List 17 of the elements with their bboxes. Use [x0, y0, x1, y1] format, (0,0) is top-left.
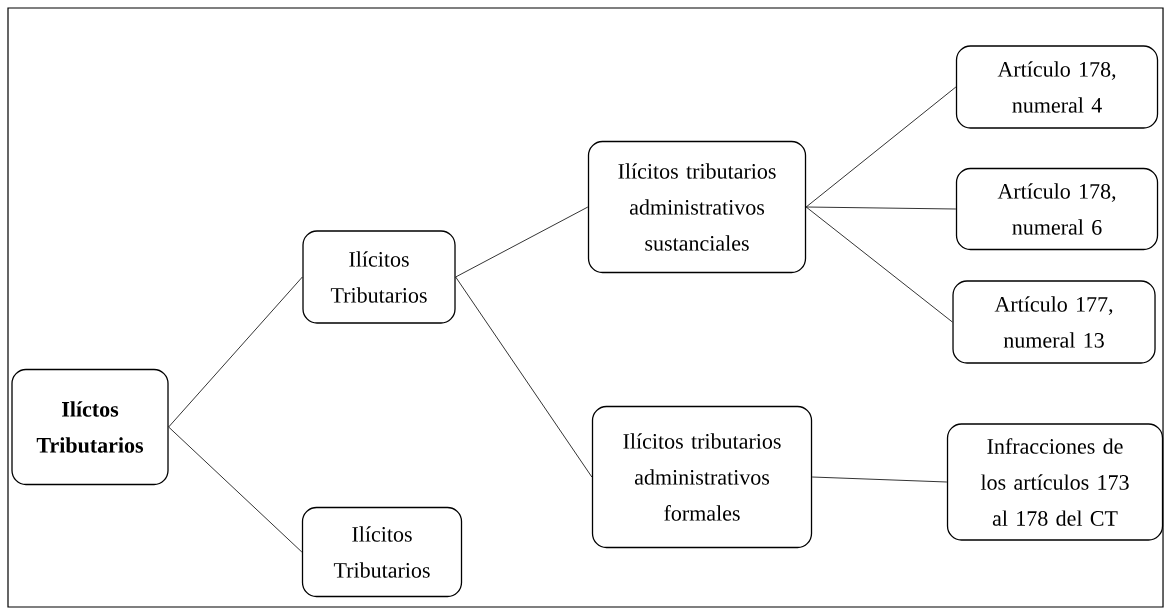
process-box: Ilícitos Tributarios: [302, 230, 456, 324]
process-box: Ilícitos tributarios administrativos sustanciales: [587, 140, 807, 274]
process-box: Ilíctos Tributarios: [11, 368, 169, 486]
process-box: Artículo 178, numeral 4: [955, 45, 1159, 129]
process-box: Artículo 177, numeral 13: [952, 280, 1156, 364]
connector-line: [455, 276, 593, 478]
process-box: Ilícitos Tributarios: [301, 506, 463, 598]
process-box: Infracciones de los artículos 173 al 178 del CT: [946, 423, 1164, 541]
connector-line: [811, 476, 948, 483]
connector-line: [168, 276, 303, 428]
connector-line: [455, 206, 589, 278]
connector-line: [805, 206, 953, 323]
connector-line: [805, 86, 957, 208]
process-box: Ilícitos tributarios administrativos formales: [591, 405, 813, 549]
connector-line: [805, 206, 957, 210]
process-box: Artículo 178, numeral 6: [955, 167, 1159, 251]
connector-line: [168, 426, 303, 553]
